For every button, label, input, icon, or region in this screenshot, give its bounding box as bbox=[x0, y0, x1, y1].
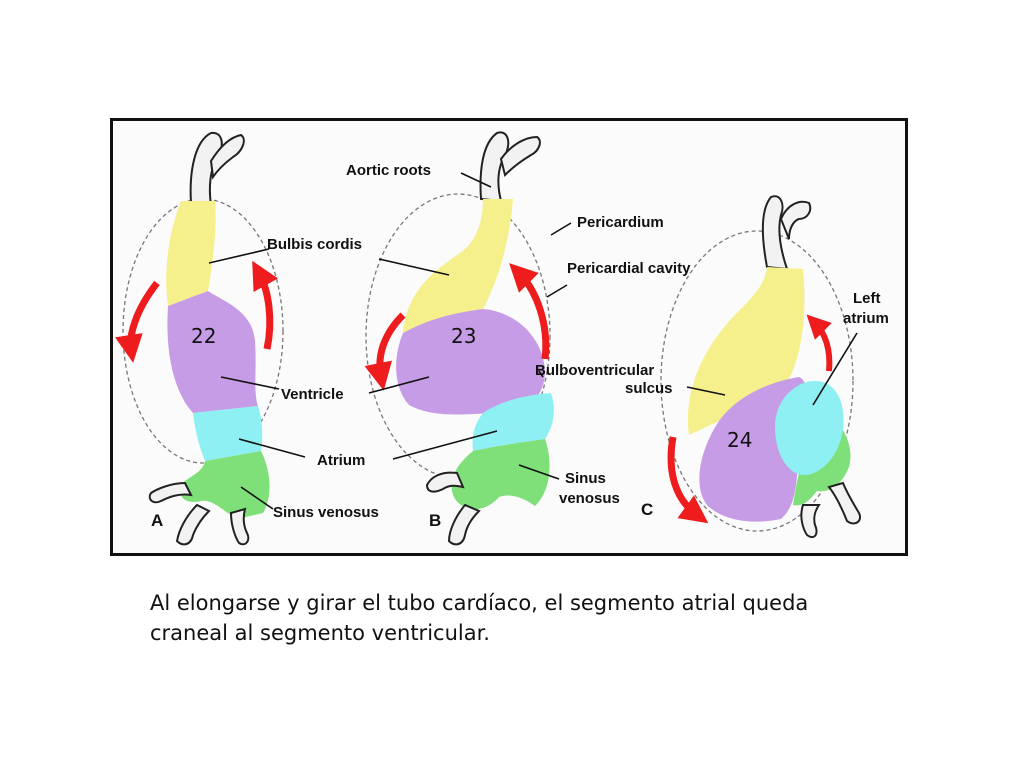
leader-ventricle-b bbox=[368, 376, 430, 394]
label-pericardial-cavity: Pericardial cavity bbox=[567, 260, 691, 277]
atrium-region-b bbox=[472, 393, 554, 451]
rotation-arrow-c-left bbox=[667, 436, 709, 524]
label-bulboventricular-line2: sulcus bbox=[625, 380, 673, 397]
leader-bulbis-cordis-a bbox=[208, 248, 270, 264]
stage-number-c: 24 bbox=[727, 428, 752, 452]
aortic-root-vessel-c2 bbox=[779, 200, 812, 240]
label-aortic-roots: Aortic roots bbox=[346, 162, 431, 179]
structure-labels: Aortic roots Bulbis cordis Pericardium P… bbox=[267, 162, 889, 521]
label-left-atrium-line1: Left bbox=[853, 290, 881, 307]
vein-vessel-a3 bbox=[229, 507, 250, 546]
panel-letter-b: B bbox=[429, 511, 441, 530]
bulbus-cordis-region-b bbox=[403, 199, 513, 333]
rotation-arrow-a-right bbox=[252, 260, 279, 350]
vein-vessel-b1 bbox=[425, 471, 465, 493]
vein-vessel-b2 bbox=[447, 503, 481, 546]
vein-vessel-c2 bbox=[827, 481, 861, 525]
atrium-region-a bbox=[193, 406, 263, 461]
label-left-atrium-line2: atrium bbox=[843, 310, 889, 327]
aortic-root-vessel-c bbox=[761, 195, 789, 271]
panel-c: 24 C bbox=[641, 195, 861, 539]
leader-sinus-venosus-b bbox=[518, 464, 560, 480]
panel-letter-c: C bbox=[641, 500, 653, 519]
vein-vessel-a1 bbox=[148, 481, 193, 504]
leader-bulboventricular-b bbox=[538, 370, 544, 378]
label-sinus-venosus-a: Sinus venosus bbox=[273, 504, 379, 521]
vein-vessel-a2 bbox=[175, 503, 211, 546]
label-sinus-b-line2: venosus bbox=[559, 490, 620, 507]
leader-atrium-b bbox=[392, 430, 498, 460]
sinus-venosus-region-a bbox=[180, 451, 270, 519]
leader-bulbis-cordis-b bbox=[378, 258, 450, 276]
aortic-root-vessel-a2 bbox=[209, 133, 245, 180]
stage-number-a: 22 bbox=[191, 324, 216, 348]
leader-bulboventricular-c bbox=[686, 386, 726, 396]
label-bulboventricular-line1: Bulboventricular bbox=[535, 362, 654, 379]
leader-sinus-venosus-a bbox=[240, 486, 274, 510]
panel-letter-a: A bbox=[151, 511, 163, 530]
leader-pericardial-cavity bbox=[546, 284, 568, 298]
heart-tube-diagram: 22 A 23 B bbox=[110, 118, 908, 556]
vein-vessel-c1 bbox=[800, 504, 821, 539]
stage-number-b: 23 bbox=[451, 324, 476, 348]
ventricle-region-a bbox=[167, 291, 258, 413]
leader-lines bbox=[208, 172, 858, 510]
rotation-arrow-b-left bbox=[364, 312, 406, 391]
ventricle-region-b bbox=[396, 309, 545, 415]
heart-tube-svg: 22 A 23 B bbox=[115, 131, 889, 546]
label-pericardium: Pericardium bbox=[577, 214, 664, 231]
label-sinus-b-line1: Sinus bbox=[565, 470, 606, 487]
label-atrium: Atrium bbox=[317, 452, 365, 469]
aortic-root-vessel-b2 bbox=[499, 135, 541, 177]
rotation-arrow-a-left bbox=[115, 280, 160, 363]
leader-pericardium bbox=[550, 222, 572, 236]
aortic-root-vessel-b bbox=[479, 131, 510, 203]
label-bulbis-cordis: Bulbis cordis bbox=[267, 236, 362, 253]
leader-ventricle-a bbox=[220, 376, 280, 390]
leader-aortic-roots bbox=[460, 172, 492, 188]
panel-b: 23 B bbox=[364, 131, 554, 546]
leader-atrium-a bbox=[238, 438, 306, 458]
rotation-arrow-b-right bbox=[509, 263, 550, 360]
bulbus-cordis-region-a bbox=[166, 201, 216, 306]
aortic-root-vessel-a bbox=[189, 131, 223, 207]
label-ventricle: Ventricle bbox=[281, 386, 344, 403]
left-atrium-region-c bbox=[775, 380, 844, 476]
panel-a: 22 A bbox=[115, 131, 284, 546]
leader-left-atrium bbox=[812, 332, 858, 406]
caption-line-1: Al elongarse y girar el tubo cardíaco, e… bbox=[150, 591, 809, 615]
sinus-venosus-region-b bbox=[451, 439, 550, 510]
caption-line-2: craneal al segmento ventricular. bbox=[150, 621, 490, 645]
rotation-arrow-c-right bbox=[806, 314, 833, 372]
pericardium-outline-c bbox=[660, 230, 854, 532]
figure-caption: Al elongarse y girar el tubo cardíaco, e… bbox=[150, 588, 930, 648]
